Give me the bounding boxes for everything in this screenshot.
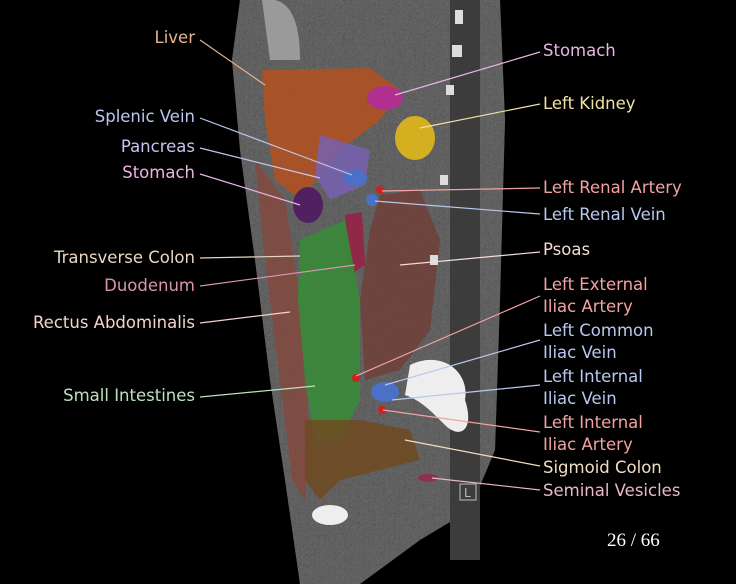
label-line-2: Iliac Vein <box>543 389 617 408</box>
label-line-1: Left External <box>543 275 648 294</box>
label-line-2: Iliac Vein <box>543 343 617 362</box>
page-indicator: 26 / 66 <box>607 530 660 551</box>
label-sigmoid-colon: Sigmoid Colon <box>543 458 662 477</box>
stomach-lower <box>293 187 323 223</box>
label-line-2: Iliac Artery <box>543 435 633 454</box>
renal-artery <box>376 186 384 194</box>
orientation-marker-box <box>459 483 477 501</box>
label-small-intestines: Small Intestines <box>63 386 195 405</box>
rectus-region <box>255 160 310 500</box>
leader-lines <box>199 39 541 491</box>
internal-iliac-artery <box>378 406 386 414</box>
small-intestines-region <box>298 220 360 440</box>
label-line-2: Iliac Artery <box>543 297 633 316</box>
label-seminal-vesicles: Seminal Vesicles <box>543 481 681 500</box>
label-stomach-left: Stomach <box>122 163 195 182</box>
label-rectus-abdominalis: Rectus Abdominalis <box>32 313 195 332</box>
label-stomach-right: Stomach <box>543 41 616 60</box>
label-psoas: Psoas <box>543 240 591 259</box>
left-kidney <box>395 116 435 160</box>
stomach-upper <box>367 86 403 110</box>
sigmoid-colon-region <box>305 420 420 500</box>
label-left-renal-vein: Left Renal Vein <box>543 205 666 224</box>
label-duodenum: Duodenum <box>104 276 195 295</box>
external-iliac-artery <box>352 374 360 382</box>
label-pancreas: Pancreas <box>120 137 195 156</box>
label-left-external-iliac-artery: Left External Iliac Artery <box>543 274 648 318</box>
label-transverse-colon: Transverse Colon <box>53 248 195 267</box>
label-line-1: Left Common <box>543 321 654 340</box>
label-left-common-iliac-vein: Left Common Iliac Vein <box>543 320 654 364</box>
label-left-kidney: Left Kidney <box>543 94 636 113</box>
orientation-marker: L <box>464 486 471 500</box>
label-liver: Liver <box>154 28 195 47</box>
psoas-region <box>360 190 440 380</box>
label-splenic-vein: Splenic Vein <box>94 107 195 126</box>
label-line-1: Left Internal <box>543 413 643 432</box>
renal-vein <box>366 194 378 206</box>
label-left-renal-artery: Left Renal Artery <box>543 178 682 197</box>
label-left-internal-iliac-artery: Left Internal Iliac Artery <box>543 412 643 456</box>
liver-region <box>262 68 400 200</box>
label-line-1: Left Internal <box>543 367 643 386</box>
label-left-internal-iliac-vein: Left Internal Iliac Vein <box>543 366 643 410</box>
seminal-vesicles <box>418 474 438 482</box>
left-internal-iliac-vein <box>371 382 399 402</box>
